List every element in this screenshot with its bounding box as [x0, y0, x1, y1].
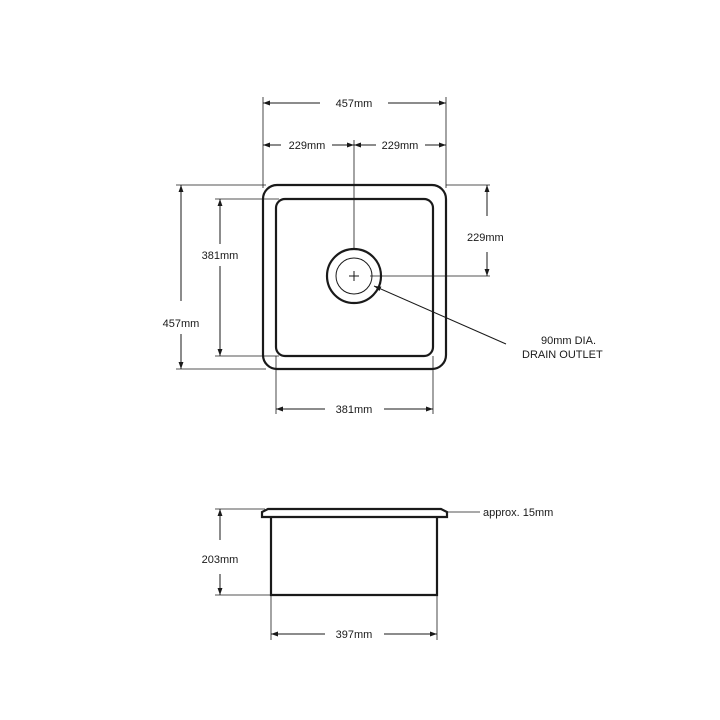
dim-drain-offset-label: 229mm — [467, 232, 504, 244]
dim-base-width: 397mm — [271, 629, 437, 641]
dim-overall-height-label: 457mm — [163, 318, 200, 330]
rim-thickness-note: approx. 15mm — [483, 507, 553, 519]
dim-inner-height-label: 381mm — [202, 250, 239, 262]
side-view: approx. 15mm 203mm 397mm — [202, 507, 554, 641]
dim-inner-width-label: 381mm — [336, 404, 373, 416]
dim-overall-width-label: 457mm — [336, 98, 373, 110]
dim-drain-offset: 229mm — [467, 185, 504, 276]
extension-lines — [176, 97, 490, 414]
sink-body-profile — [269, 517, 439, 597]
dim-depth: 203mm — [202, 509, 239, 595]
dim-inner-height: 381mm — [202, 199, 239, 356]
plan-view: 457mm 229mm 229mm 229mm 381mm — [163, 97, 603, 416]
drain-label-line1: 90mm DIA. — [541, 335, 596, 347]
side-extension-lines — [215, 508, 480, 640]
drain-leader: 90mm DIA. DRAIN OUTLET — [373, 285, 603, 361]
sink-outer-rim — [261, 183, 448, 371]
dim-overall-width: 457mm — [263, 98, 446, 110]
drain-center-mark — [349, 271, 359, 281]
dim-half-width-right: 229mm — [354, 140, 446, 152]
dim-base-width-label: 397mm — [336, 629, 373, 641]
sink-inner-bowl — [274, 197, 435, 358]
dim-half-width-left: 229mm — [263, 140, 354, 152]
dim-half-width-left-label: 229mm — [289, 140, 326, 152]
dim-inner-width: 381mm — [276, 404, 433, 416]
sink-rim-lip — [260, 507, 449, 519]
dim-half-width-right-label: 229mm — [382, 140, 419, 152]
dim-depth-label: 203mm — [202, 554, 239, 566]
dim-overall-height: 457mm — [163, 185, 200, 369]
drain-label-line2: DRAIN OUTLET — [522, 349, 603, 361]
